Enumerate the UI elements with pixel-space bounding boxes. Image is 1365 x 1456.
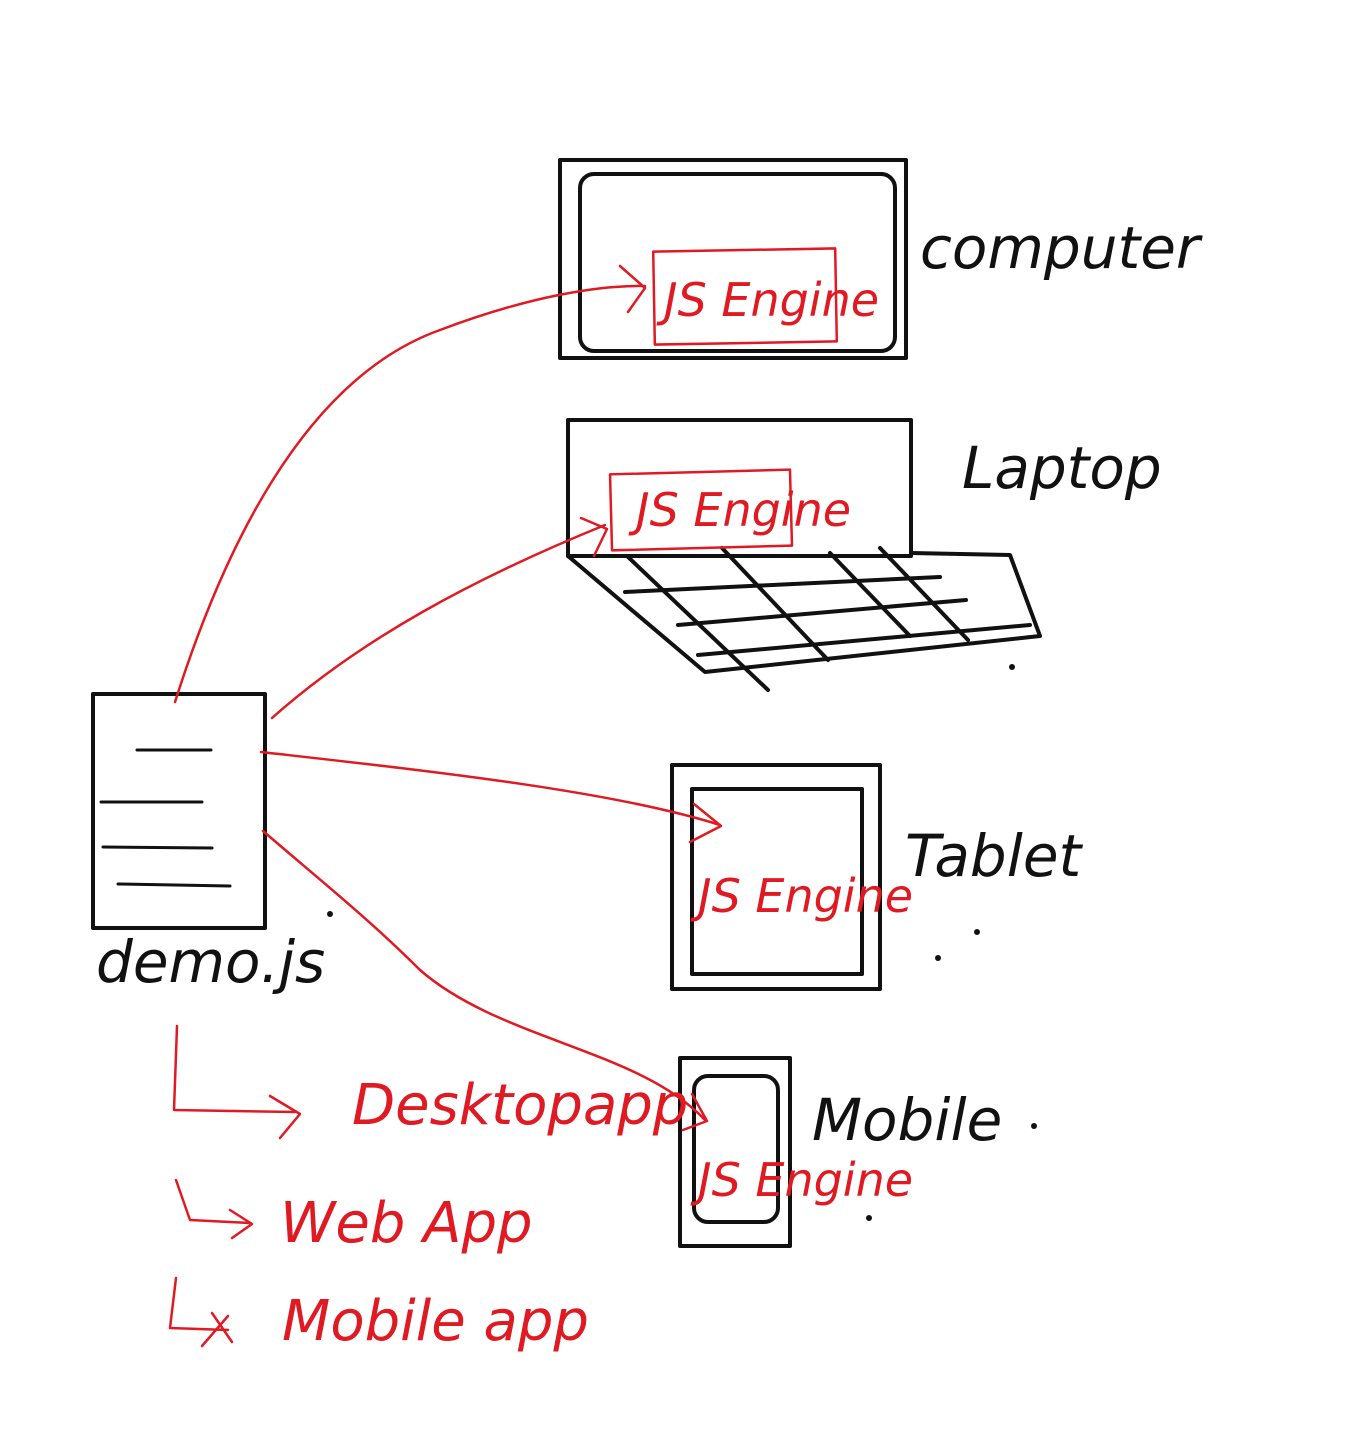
app-type-mobile: Mobile app — [282, 1289, 589, 1354]
tablet-label: Tablet — [905, 822, 1083, 890]
arrow-head-computer — [618, 264, 647, 314]
arrow-head-laptop — [579, 516, 609, 558]
tablet-dot — [974, 929, 980, 935]
document-dot — [327, 911, 333, 917]
connector-mobile-app — [168, 1276, 230, 1332]
app-type-web: Web App — [280, 1191, 533, 1256]
arrow-head-mobile — [681, 1092, 709, 1132]
connector-desktop — [172, 1024, 297, 1114]
tablet-icon — [670, 763, 882, 991]
document-icon — [91, 692, 267, 930]
arrow-head-web — [228, 1208, 254, 1240]
engine-arrows — [173, 264, 723, 1132]
tablet-device: JS Engine Tablet — [670, 763, 1083, 991]
tablet-engine-label: JS Engine — [690, 869, 913, 923]
computer-label: computer — [920, 214, 1203, 282]
monitor-icon — [558, 158, 908, 360]
tablet-dot — [935, 955, 941, 961]
tablet-screen — [690, 787, 864, 976]
laptop-engine-label: JS Engine — [628, 483, 851, 537]
mobile-label: Mobile — [812, 1086, 1002, 1154]
laptop-dot — [1009, 664, 1015, 670]
app-types-list: Desktopapp Web App Mobile app — [168, 1024, 688, 1354]
document-lines — [99, 748, 232, 888]
computer-engine-label: JS Engine — [656, 273, 879, 327]
source-file: demo.js — [91, 692, 333, 996]
arrow-to-tablet — [259, 750, 722, 827]
mobile-engine-label: JS Engine — [690, 1153, 913, 1207]
monitor-screen — [578, 172, 897, 353]
mobile-dot — [1031, 1123, 1037, 1129]
computer-device: JS Engine computer — [558, 158, 1203, 360]
arrow-head-tablet — [688, 802, 723, 844]
mobile-dot — [866, 1215, 872, 1221]
arrow-to-mobile — [261, 829, 707, 1122]
laptop-label: Laptop — [962, 434, 1162, 502]
arrow-to-laptop — [270, 523, 607, 720]
laptop-keyboard-outline — [566, 551, 1042, 674]
source-file-label: demo.js — [96, 928, 325, 996]
computer-engine-box — [651, 247, 839, 346]
arrow-head-desktop — [268, 1094, 302, 1140]
app-type-connectors — [168, 1024, 302, 1348]
phone-icon — [678, 1056, 792, 1248]
phone-screen — [692, 1074, 780, 1224]
arrow-to-computer — [173, 284, 647, 704]
arrow-head-mobile-app — [200, 1311, 234, 1348]
mobile-device: JS Engine Mobile — [678, 1056, 1037, 1248]
connector-web — [174, 1178, 252, 1225]
laptop-device: JS Engine Laptop — [566, 418, 1162, 692]
laptop-keyboard-grid — [623, 546, 1032, 692]
laptop-engine-box — [608, 468, 794, 552]
app-type-desktop: Desktopapp — [352, 1073, 688, 1138]
laptop-icon — [566, 418, 913, 558]
